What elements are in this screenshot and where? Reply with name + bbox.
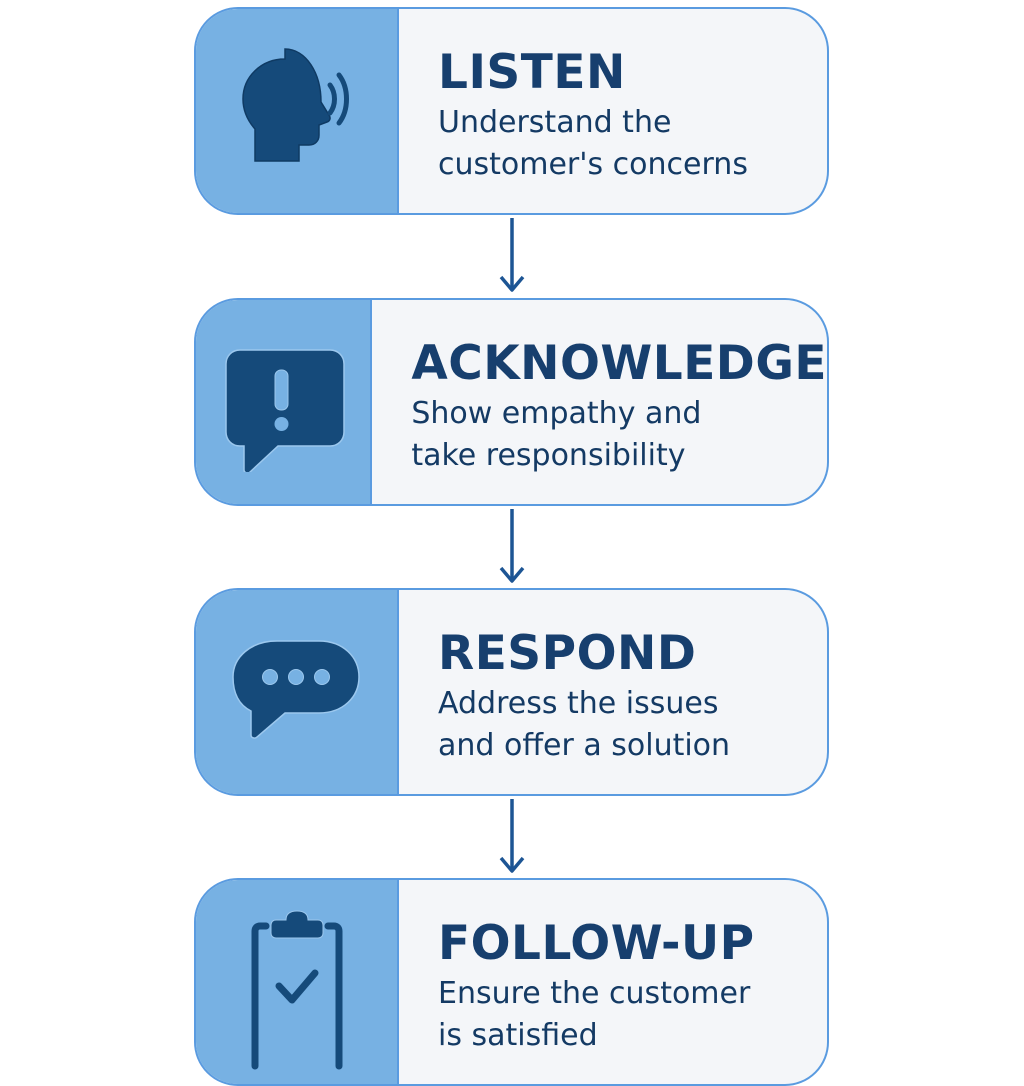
step-card-listen: LISTEN Understand the customer's concern… <box>194 7 829 215</box>
step-title: FOLLOW-UP <box>438 916 755 971</box>
step-card-respond: RESPOND Address the issues and offer a s… <box>194 588 829 796</box>
icon-panel <box>196 590 399 794</box>
exclamation-bubble-icon <box>225 349 345 472</box>
step-description-line1: Address the issues <box>438 686 719 721</box>
icon-panel <box>196 9 399 213</box>
arrow-down-icon <box>499 509 525 583</box>
step-description-line1: Ensure the customer <box>438 976 751 1011</box>
step-description-line1: Show empathy and <box>411 396 702 431</box>
clipboard-check-icon <box>251 910 342 1070</box>
step-description-line2: is satisfied <box>438 1018 598 1053</box>
step-description-line2: and offer a solution <box>438 728 731 763</box>
step-title: RESPOND <box>438 626 697 681</box>
arrow-down-icon <box>499 218 525 292</box>
step-description-line1: Understand the <box>438 105 672 140</box>
step-card-acknowledge: ACKNOWLEDGE Show empathy and take respon… <box>194 298 829 506</box>
icon-panel <box>196 880 399 1084</box>
step-card-follow-up: FOLLOW-UP Ensure the customer is satisfi… <box>194 878 829 1086</box>
chat-bubble-dots-icon <box>231 640 360 739</box>
step-description-line2: take responsibility <box>411 438 686 473</box>
arrow-down-icon <box>499 799 525 873</box>
step-description-line2: customer's concerns <box>438 147 748 182</box>
step-title: ACKNOWLEDGE <box>411 336 827 391</box>
speaking-head-icon <box>241 48 349 162</box>
icon-panel <box>196 300 373 504</box>
step-title: LISTEN <box>438 45 626 100</box>
